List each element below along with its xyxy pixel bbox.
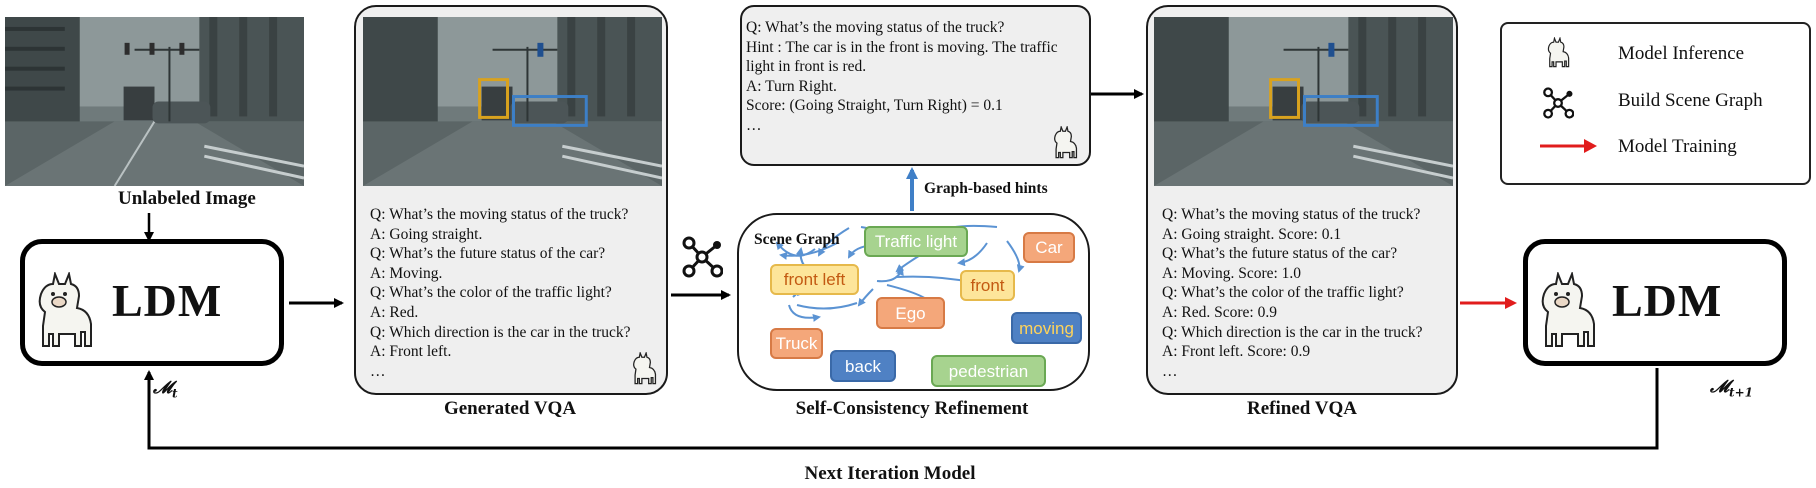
refined-vqa-caption: Refined VQA bbox=[1247, 398, 1357, 419]
llama-icon bbox=[1545, 36, 1571, 71]
truck-bbox bbox=[478, 78, 510, 119]
qa-line: Q: What’s the moving status of the truck… bbox=[1162, 206, 1421, 223]
unlabeled-image-caption: Unlabeled Image bbox=[118, 188, 256, 209]
qa-line: Q: Which direction is the car in the tru… bbox=[1162, 323, 1423, 341]
qa-line: Q: What’s the future status of the car? bbox=[1162, 245, 1398, 263]
self-consistency-caption: Self-Consistency Refinement bbox=[795, 398, 1029, 419]
legend-model-training: Model Training bbox=[1618, 136, 1737, 157]
node-front-left: front left bbox=[770, 264, 859, 295]
node-car: Car bbox=[1023, 232, 1075, 263]
model-t-label: 𝓜t bbox=[153, 378, 178, 401]
qa-line: Q: What’s the color of the traffic light… bbox=[370, 284, 612, 302]
generated-vqa-caption: Generated VQA bbox=[443, 398, 577, 419]
node-truck: Truck bbox=[770, 328, 823, 359]
hint-line: A: Turn Right. bbox=[746, 77, 837, 95]
qa-line: Q: What’s the color of the traffic light… bbox=[1162, 284, 1404, 302]
hint-line: … bbox=[746, 116, 762, 134]
legend-build-scene-graph: Build Scene Graph bbox=[1618, 90, 1763, 111]
refined-vqa-text: Q: What’s the moving status of the truck… bbox=[1162, 205, 1423, 381]
hint-line: Score: (Going Straight, Turn Right) = 0.… bbox=[746, 97, 1003, 115]
arrow-next-iteration bbox=[144, 368, 1659, 450]
refined-vqa-image bbox=[1154, 17, 1453, 186]
model-t-plus-1-label: 𝓜t+1 bbox=[1710, 377, 1753, 400]
qa-line: A: Moving. Score: 1.0 bbox=[1162, 264, 1302, 282]
legend-model-inference: Model Inference bbox=[1618, 43, 1745, 64]
graph-icon bbox=[681, 235, 724, 279]
hint-line: Hint : The car is in the front is moving… bbox=[746, 38, 1058, 56]
unlabeled-image bbox=[5, 17, 304, 186]
llama-icon bbox=[630, 350, 658, 388]
node-back: back bbox=[830, 350, 896, 382]
ldm-model-box[interactable]: LDM bbox=[20, 239, 284, 366]
ldm-next-model-label: LDM bbox=[1612, 275, 1723, 326]
ldm-model-label: LDM bbox=[112, 275, 223, 326]
node-front: front bbox=[960, 270, 1015, 301]
red-arrow-icon bbox=[1538, 138, 1598, 154]
hint-box bbox=[740, 5, 1091, 166]
node-traffic-light: Traffic light bbox=[864, 226, 968, 257]
scene-graph-title: Scene Graph bbox=[754, 231, 840, 248]
llama-icon bbox=[31, 270, 97, 356]
node-moving: moving bbox=[1011, 312, 1082, 344]
qa-line: Q: What’s the future status of the car? bbox=[370, 245, 606, 263]
qa-line: … bbox=[370, 362, 386, 380]
ldm-next-model-box[interactable]: LDM bbox=[1523, 239, 1787, 366]
qa-line: A: Going straight. Score: 0.1 bbox=[1162, 225, 1342, 243]
hint-box-text: Q: What’s the moving status of the truck… bbox=[746, 18, 1058, 136]
qa-line: A: Red. bbox=[370, 303, 419, 321]
qa-line: A: Moving. bbox=[370, 264, 443, 282]
qa-line: A: Going straight. bbox=[370, 225, 483, 243]
next-iteration-label: Next Iteration Model bbox=[804, 463, 976, 484]
llama-icon bbox=[1051, 124, 1079, 162]
qa-line: Q: What’s the moving status of the truck… bbox=[370, 206, 629, 223]
qa-line: A: Front left. Score: 0.9 bbox=[1162, 343, 1311, 361]
truck-bbox bbox=[1269, 78, 1301, 119]
hint-line: Q: What’s the moving status of the truck… bbox=[746, 19, 1005, 36]
llama-icon bbox=[1534, 270, 1600, 356]
qa-line: A: Red. Score: 0.9 bbox=[1162, 303, 1277, 321]
car-bbox bbox=[1303, 95, 1379, 127]
node-pedestrian: pedestrian bbox=[931, 355, 1046, 387]
graph-hints-label: Graph-based hints bbox=[924, 180, 1048, 197]
graph-icon bbox=[1542, 86, 1575, 120]
qa-line: … bbox=[1162, 362, 1178, 380]
generated-vqa-text: Q: What’s the moving status of the truck… bbox=[370, 205, 631, 381]
qa-line: A: Front left. bbox=[370, 343, 452, 361]
qa-line: Q: Which direction is the car in the tru… bbox=[370, 323, 631, 341]
hint-line: light in front is red. bbox=[746, 58, 867, 76]
generated-vqa-image bbox=[363, 17, 662, 186]
car-bbox bbox=[512, 95, 588, 127]
node-ego: Ego bbox=[876, 297, 945, 329]
